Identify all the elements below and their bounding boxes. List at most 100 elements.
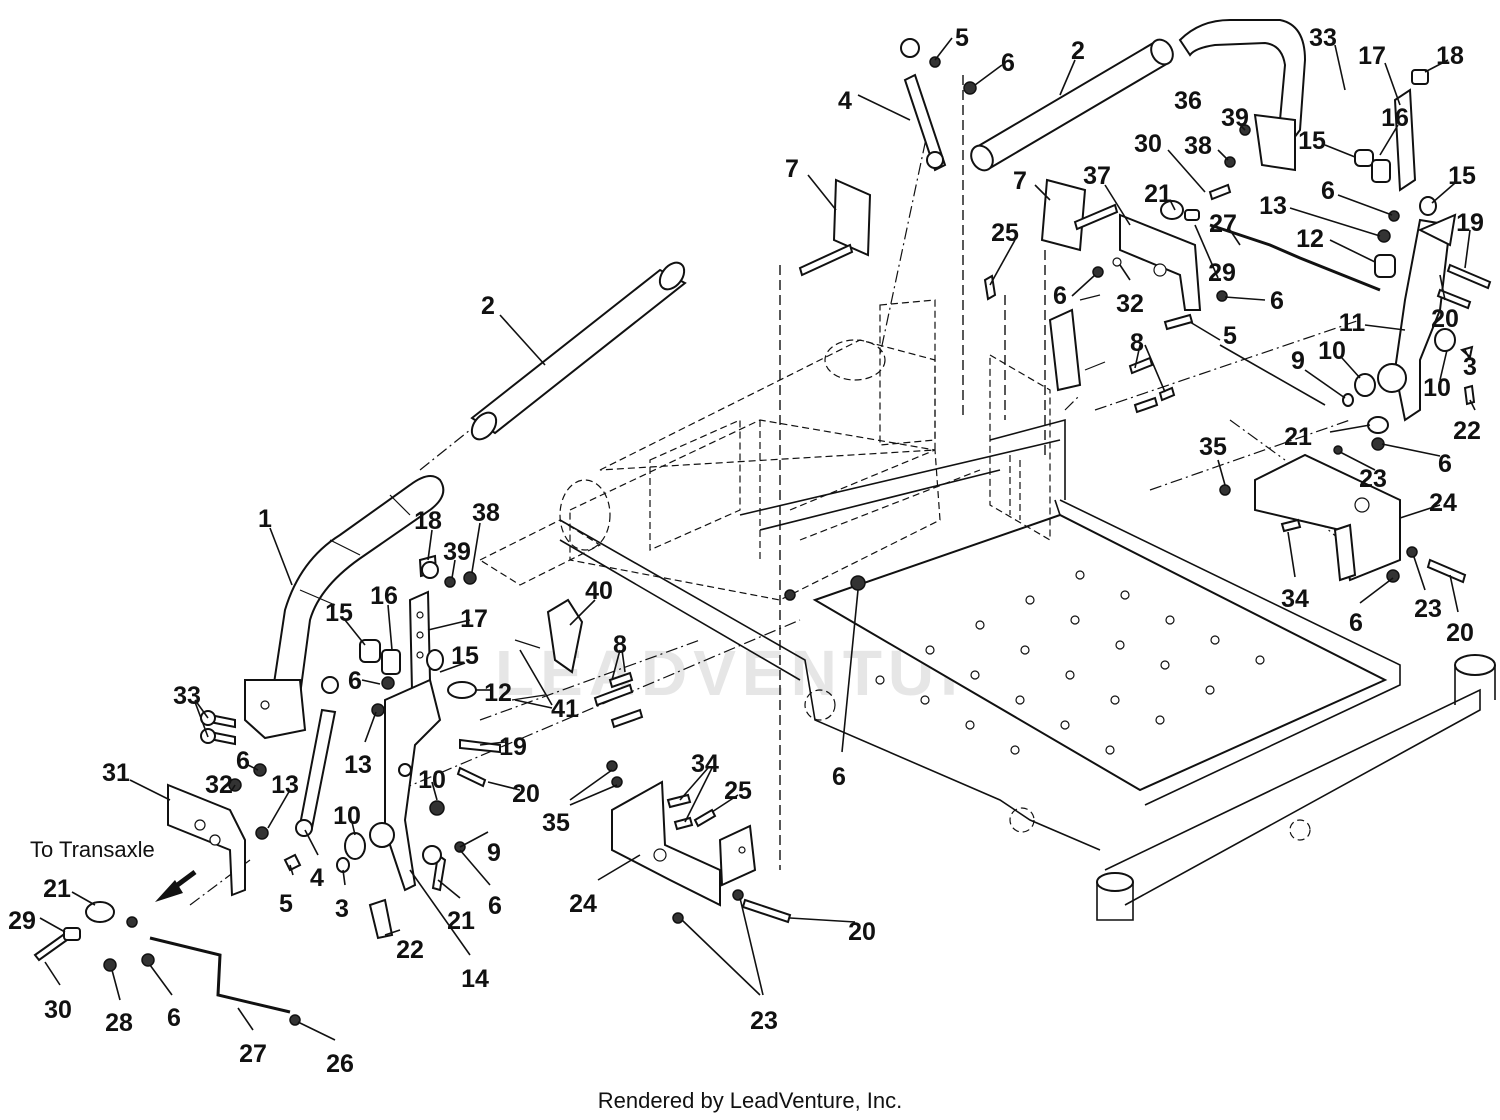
callout-c-9a: 9 — [1291, 347, 1305, 375]
callout-c-13c: 13 — [271, 771, 299, 799]
left-control-arm — [244, 475, 445, 740]
callout-c-6e: 6 — [1438, 450, 1452, 478]
callout-c-28: 28 — [105, 1009, 133, 1037]
callout-c-6h: 6 — [236, 747, 250, 775]
leader-lines — [39, 37, 1476, 1041]
left-bracket-17 — [408, 554, 438, 692]
callout-c-19b: 19 — [499, 733, 527, 761]
callout-c-35b: 35 — [542, 809, 570, 837]
left-pump-lever — [369, 678, 442, 892]
left-handle-tube — [470, 261, 687, 441]
callout-c-15a: 15 — [1298, 127, 1326, 155]
callout-c-21d: 21 — [43, 875, 71, 903]
right-control-assembly — [798, 19, 1492, 584]
lower-bracket-24 — [611, 780, 757, 907]
right-bracket-37 — [1119, 213, 1202, 311]
callout-c-6b: 6 — [1321, 177, 1335, 205]
callout-c-26: 26 — [326, 1050, 354, 1078]
right-bracket-24 — [1254, 453, 1401, 582]
right-linkage-rod — [1209, 223, 1381, 292]
callout-c-10a: 10 — [1318, 337, 1346, 365]
callout-c-25a: 25 — [991, 219, 1019, 247]
left-control-assembly — [33, 261, 866, 1026]
left-bracket-31 — [167, 783, 246, 897]
callout-c-32a: 32 — [1116, 290, 1144, 318]
callout-c-14: 14 — [461, 965, 489, 993]
engine-mount-outline — [478, 299, 1311, 841]
callout-c-34b: 34 — [691, 750, 719, 778]
callout-c-6a: 6 — [1001, 49, 1015, 77]
callout-c-39b: 39 — [443, 538, 471, 566]
callout-c-29b: 29 — [8, 907, 36, 935]
callout-c-23b: 23 — [1414, 595, 1442, 623]
callout-c-5c: 5 — [279, 890, 293, 918]
callout-c-32b: 32 — [205, 771, 233, 799]
callout-c-27b: 27 — [239, 1040, 267, 1068]
callout-c-24b: 24 — [569, 890, 597, 918]
to-transaxle-label: To Transaxle — [30, 837, 155, 862]
callout-c-25b: 25 — [724, 777, 752, 805]
callout-c-20b: 20 — [1446, 619, 1474, 647]
callout-c-38a: 38 — [1184, 132, 1212, 160]
callout-c-6i: 6 — [832, 763, 846, 791]
callout-c-6k: 6 — [167, 1004, 181, 1032]
callout-c-33b: 33 — [173, 682, 201, 710]
callout-c-35a: 35 — [1199, 433, 1227, 461]
callout-c-16b: 16 — [370, 582, 398, 610]
callout-c-20c: 20 — [512, 780, 540, 808]
callout-c-5a: 5 — [955, 24, 969, 52]
callout-c-11: 11 — [1339, 309, 1366, 337]
callout-c-31: 31 — [102, 759, 130, 787]
callout-c-39a: 39 — [1221, 104, 1249, 132]
chassis-frame — [478, 299, 1496, 921]
right-bracket-17 — [1393, 88, 1417, 192]
callout-c-21c: 21 — [447, 907, 475, 935]
callout-c-17b: 17 — [460, 605, 488, 633]
callout-c-27a: 27 — [1209, 210, 1237, 238]
transaxle-arrow — [155, 869, 197, 902]
left-bushing-15 — [359, 639, 381, 663]
left-ball-joint-21 — [85, 901, 115, 923]
callout-c-37: 37 — [1083, 162, 1111, 190]
callout-c-2a: 2 — [1071, 37, 1085, 65]
callout-c-19a: 19 — [1456, 209, 1484, 237]
callout-c-22a: 22 — [1453, 417, 1481, 445]
callout-c-17a: 17 — [1358, 42, 1386, 70]
callout-c-6d: 6 — [1270, 287, 1284, 315]
callout-c-21b: 21 — [1284, 423, 1312, 451]
callout-c-38b: 38 — [472, 499, 500, 527]
callout-c-18b: 18 — [414, 507, 442, 535]
floor-holes — [875, 570, 1265, 755]
callout-c-18a: 18 — [1436, 42, 1464, 70]
callout-c-21a: 21 — [1144, 180, 1172, 208]
callout-c-36: 36 — [1174, 87, 1202, 115]
callout-c-5b: 5 — [1223, 322, 1237, 350]
right-plate-7b — [1040, 178, 1119, 252]
callout-c-10c: 10 — [418, 766, 446, 794]
left-spacer-29 — [63, 927, 81, 941]
callout-c-29a: 29 — [1208, 259, 1236, 287]
callout-c-33a: 33 — [1309, 24, 1337, 52]
callout-c-12a: 12 — [1296, 225, 1324, 253]
right-gas-spring — [900, 38, 947, 172]
callout-c-4a: 4 — [838, 87, 852, 115]
left-gas-spring — [295, 676, 339, 837]
left-linkage-rod — [149, 936, 291, 1014]
callout-c-13a: 13 — [1259, 192, 1287, 220]
callout-c-1: 1 — [258, 505, 272, 533]
callout-c-20d: 20 — [848, 918, 876, 946]
left-pin-12 — [447, 681, 477, 699]
callout-c-16a: 16 — [1381, 104, 1409, 132]
callout-c-15b: 15 — [1448, 162, 1476, 190]
callout-c-23c: 23 — [750, 1007, 778, 1035]
assembly-centerlines — [189, 75, 1361, 906]
callout-c-20a: 20 — [1431, 305, 1459, 333]
left-bushing-16 — [381, 649, 401, 675]
callout-c-41: 41 — [551, 695, 579, 723]
callout-c-6c: 6 — [1053, 282, 1067, 310]
callout-c-15c: 15 — [325, 599, 353, 627]
callout-c-9b: 9 — [487, 839, 501, 867]
callout-c-3a: 3 — [1463, 353, 1477, 381]
